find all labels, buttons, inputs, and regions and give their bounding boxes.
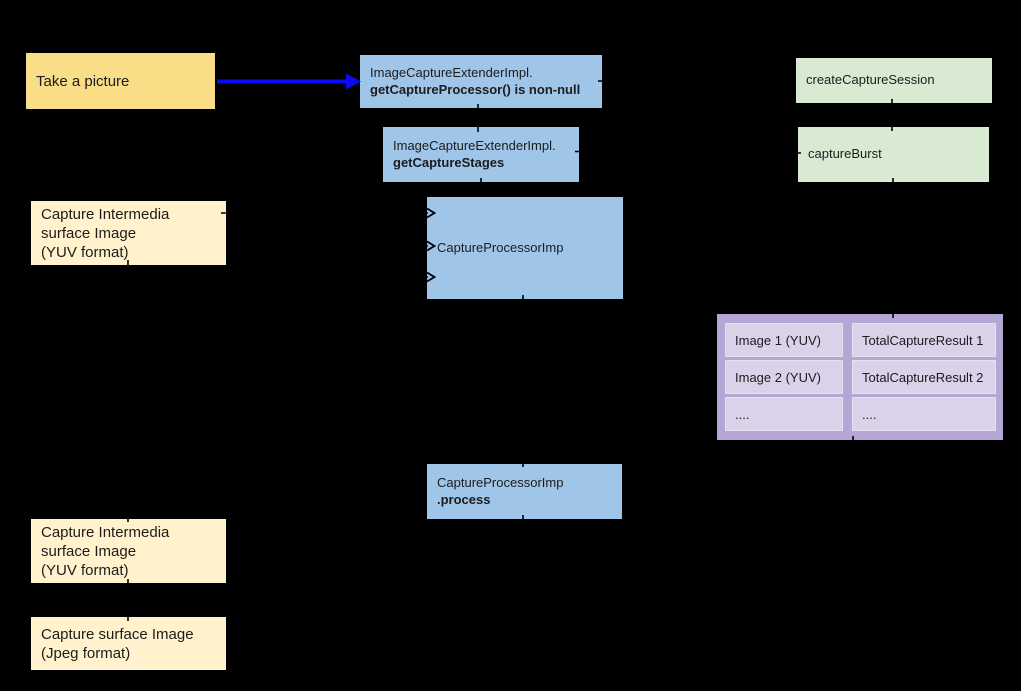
intermedia-top-line2: surface Image xyxy=(41,224,137,242)
intermedia-bottom-line2: surface Image xyxy=(41,542,137,560)
table-cell-image-2: Image 2 (YUV) xyxy=(725,360,843,394)
capture-surface-jpeg-box: Capture surface Image (Jpeg format) xyxy=(31,617,226,670)
capture-result-table: Image 1 (YUV) TotalCaptureResult 1 Image… xyxy=(717,314,1003,440)
capture-processor-label: CaptureProcessorImp xyxy=(437,239,564,255)
capture-processor-process-box: CaptureProcessorImp .process xyxy=(427,464,622,519)
capture-intermedia-surface-yuv-box-top: Capture Intermedia surface Image (YUV fo… xyxy=(31,201,226,265)
table-cell-result-1: TotalCaptureResult 1 xyxy=(852,323,996,357)
connector-stages-to-capture-burst xyxy=(574,150,802,154)
capture-burst-box: captureBurst xyxy=(798,127,989,182)
processor-process-line2: .process xyxy=(437,491,491,507)
table-cell-result-2: TotalCaptureResult 2 xyxy=(852,360,996,394)
intermedia-bottom-line1: Capture Intermedia xyxy=(41,523,170,541)
extender-stages-line2: getCaptureStages xyxy=(393,154,505,170)
processor-process-line1: CaptureProcessorImp xyxy=(437,475,564,490)
table-cell-image-more: .... xyxy=(725,397,843,431)
create-capture-session-label: createCaptureSession xyxy=(806,72,935,88)
intermedia-bottom-line3: (YUV format) xyxy=(41,561,129,579)
create-capture-session-box: createCaptureSession xyxy=(796,58,992,103)
blue-arrow xyxy=(217,73,361,90)
capture-surface-jpeg-line2: (Jpeg format) xyxy=(41,644,131,662)
capture-intermedia-surface-yuv-box-bottom: Capture Intermedia surface Image (YUV fo… xyxy=(31,519,226,583)
intermedia-top-line1: Capture Intermedia xyxy=(41,205,170,223)
table-cell-image-1: Image 1 (YUV) xyxy=(725,323,843,357)
capture-surface-jpeg-line1: Capture surface Image xyxy=(41,625,194,643)
capture-burst-label: captureBurst xyxy=(808,146,882,162)
intermedia-top-line3: (YUV format) xyxy=(41,243,129,261)
take-picture-box: Take a picture xyxy=(26,53,215,109)
image-capture-extender-stages-box: ImageCaptureExtenderImpl. getCaptureStag… xyxy=(383,127,579,182)
capture-processor-imp-box: CaptureProcessorImp xyxy=(427,197,623,299)
extender-processor-line2: getCaptureProcessor() is non-null xyxy=(370,81,581,97)
table-cell-result-more: .... xyxy=(852,397,996,431)
take-picture-label: Take a picture xyxy=(36,72,130,90)
extender-stages-line1: ImageCaptureExtenderImpl. xyxy=(393,138,556,153)
extender-processor-line1: ImageCaptureExtenderImpl. xyxy=(370,65,533,80)
image-capture-extender-processor-box: ImageCaptureExtenderImpl. getCaptureProc… xyxy=(360,55,602,108)
